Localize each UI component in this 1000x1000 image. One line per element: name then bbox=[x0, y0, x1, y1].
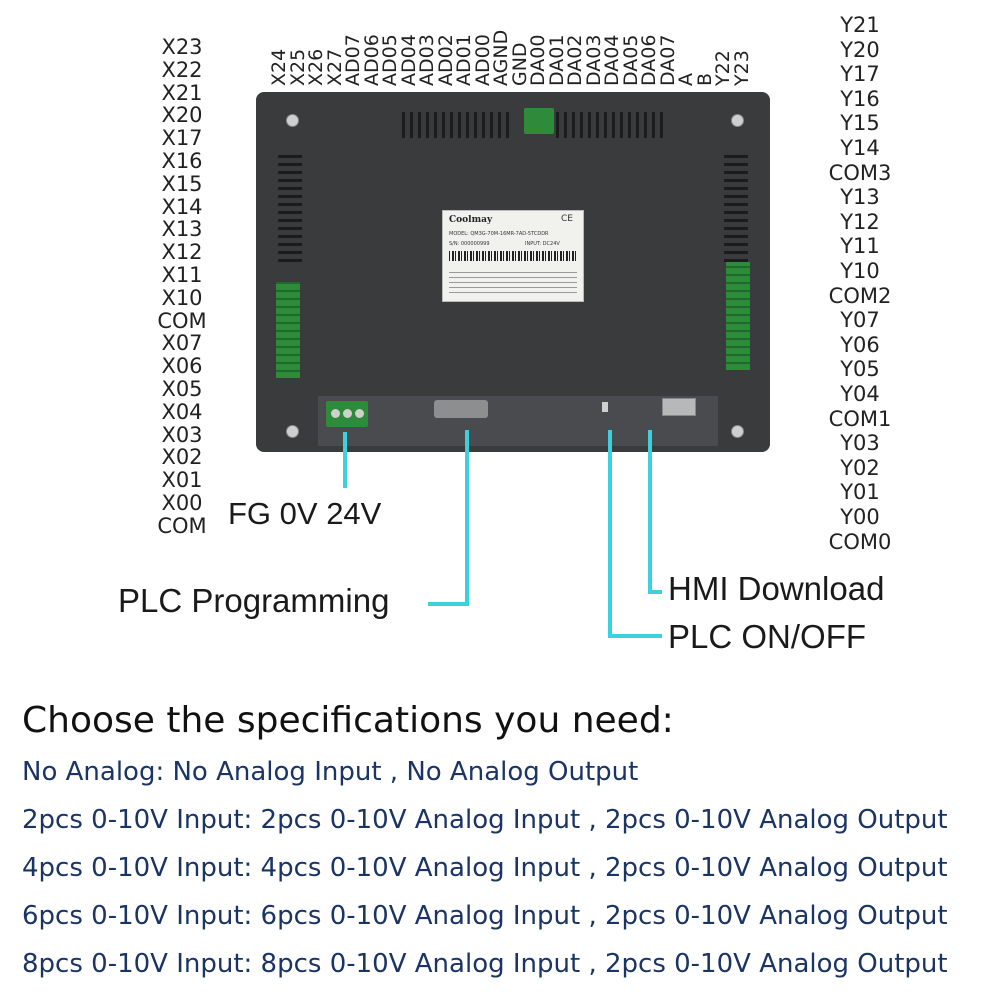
x-terminal-label: X01 bbox=[161, 468, 203, 493]
y-terminal-label: Y07 bbox=[840, 308, 880, 333]
x-terminal-label: X06 bbox=[161, 354, 203, 379]
ce-mark: CE bbox=[561, 214, 573, 224]
x-terminal-label: X00 bbox=[161, 491, 203, 515]
nameplate-label: Coolmay CE MODEL: QM3G-70M-16MR-7AD-5TCD… bbox=[442, 210, 584, 302]
spec-line: 2pcs 0-10V Input: 2pcs 0-10V Analog Inpu… bbox=[22, 805, 948, 835]
terminal-screw-icon bbox=[355, 409, 364, 418]
spec-heading: Choose the specifications you need: bbox=[22, 700, 674, 741]
side-vent-left bbox=[278, 152, 302, 262]
side-vent-right bbox=[724, 152, 748, 262]
screw-icon bbox=[286, 114, 299, 127]
y-terminal-label: Y14 bbox=[840, 136, 880, 160]
spec-line: 6pcs 0-10V Input: 6pcs 0-10V Analog Inpu… bbox=[22, 901, 948, 931]
usb-download-port bbox=[662, 398, 696, 416]
x-terminal-label: X21 bbox=[161, 80, 203, 105]
y-output-terminal-strip bbox=[726, 262, 750, 370]
terminal-screw-icon bbox=[343, 409, 352, 418]
terminal-screw-icon bbox=[331, 409, 340, 418]
power-label: FG 0V 24V bbox=[228, 496, 382, 531]
barcode bbox=[449, 251, 577, 261]
spec-line: 4pcs 0-10V Input: 4pcs 0-10V Analog Inpu… bbox=[22, 853, 948, 883]
x-terminal-label: X22 bbox=[161, 57, 203, 82]
x-terminal-label: X03 bbox=[161, 422, 203, 447]
x-terminal-label: X12 bbox=[161, 240, 203, 265]
x-terminal-label: X11 bbox=[161, 263, 203, 287]
x-terminal-label: X20 bbox=[161, 103, 203, 128]
plc-onoff-switch bbox=[602, 402, 608, 412]
y-terminal-label: Y04 bbox=[840, 382, 880, 406]
y-terminal-label: COM2 bbox=[828, 283, 892, 308]
nameplate-serial: S/N: 000000999 bbox=[449, 241, 490, 247]
x-terminal-label: X13 bbox=[161, 217, 203, 242]
y-terminal-label: Y15 bbox=[840, 111, 880, 136]
db9-programming-port bbox=[434, 400, 488, 418]
y-terminal-label: Y06 bbox=[840, 332, 880, 357]
y-terminal-label: Y12 bbox=[840, 209, 880, 234]
spec-line: 8pcs 0-10V Input: 8pcs 0-10V Analog Inpu… bbox=[22, 949, 948, 979]
nameplate-brand: Coolmay bbox=[449, 215, 493, 225]
x-terminal-label: X15 bbox=[161, 171, 203, 196]
nameplate-input: INPUT: DC24V bbox=[525, 241, 560, 247]
screw-icon bbox=[731, 114, 744, 127]
y-terminal-label: COM1 bbox=[828, 406, 892, 431]
plc-onoff-callout-line bbox=[608, 430, 662, 638]
y-terminal-label: Y16 bbox=[840, 86, 880, 111]
y-terminal-label: Y00 bbox=[840, 505, 880, 529]
y-terminal-label: Y20 bbox=[840, 37, 880, 62]
hmi-download-callout-line bbox=[648, 430, 662, 594]
plc-programming-callout-line bbox=[428, 430, 469, 606]
top-vent-right bbox=[556, 112, 666, 138]
spec-line: No Analog: No Analog Input , No Analog O… bbox=[22, 757, 639, 787]
y-terminal-label: Y21 bbox=[840, 13, 880, 37]
callout-lines bbox=[343, 430, 662, 638]
y-terminal-label: Y17 bbox=[840, 62, 880, 87]
power-terminal-block bbox=[326, 401, 368, 427]
screw-icon bbox=[286, 425, 299, 438]
y-terminal-label: Y13 bbox=[840, 185, 880, 210]
x-terminal-label: X07 bbox=[161, 331, 203, 356]
x-terminal-label: COM bbox=[157, 513, 207, 538]
y-terminal-label: Y05 bbox=[840, 357, 880, 382]
x-terminal-label: X10 bbox=[161, 285, 203, 310]
y-terminal-label: Y11 bbox=[840, 234, 880, 259]
y-terminal-label: Y10 bbox=[840, 259, 880, 283]
nameplate-model: MODEL: QM3G-70M-16MR-7AD-5TCDDR bbox=[449, 231, 549, 237]
x-terminal-label: X05 bbox=[161, 377, 203, 401]
x-terminal-label: X14 bbox=[161, 194, 203, 219]
x-terminal-label: COM bbox=[157, 308, 207, 333]
x-terminal-label: X02 bbox=[161, 445, 203, 470]
analog-terminal-block bbox=[524, 108, 554, 134]
hmi-download-label: HMI Download bbox=[668, 570, 885, 607]
y-terminal-label: Y03 bbox=[840, 431, 880, 456]
y-terminal-label: Y02 bbox=[840, 455, 880, 480]
y-terminal-label: Y01 bbox=[840, 480, 880, 505]
plc-onoff-label: PLC ON/OFF bbox=[668, 618, 867, 655]
x-input-terminal-strip bbox=[276, 282, 300, 378]
x-terminal-label: X23 bbox=[161, 35, 203, 59]
x-terminal-label: X04 bbox=[161, 399, 203, 424]
plc-programming-label: PLC Programming bbox=[118, 582, 390, 619]
y-terminal-label: COM3 bbox=[828, 160, 892, 185]
screw-icon bbox=[731, 425, 744, 438]
y-terminal-label: COM0 bbox=[828, 529, 892, 554]
nameplate-fine-print bbox=[449, 269, 577, 293]
top-vent-left bbox=[402, 112, 512, 138]
x-terminal-label: X16 bbox=[161, 149, 203, 173]
hmi-plc-device-back: Coolmay CE MODEL: QM3G-70M-16MR-7AD-5TCD… bbox=[256, 92, 770, 452]
x-terminal-label: X17 bbox=[161, 126, 203, 151]
